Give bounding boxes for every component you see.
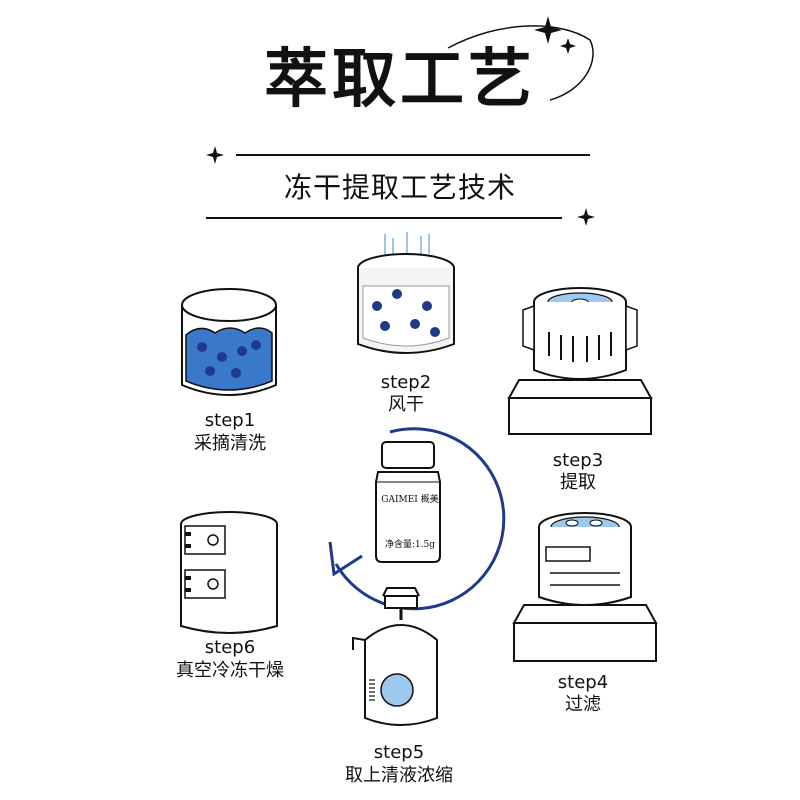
sparkle-icon <box>577 208 595 226</box>
step3-name: 提取 <box>560 472 596 493</box>
step3-extractor-illustration <box>507 287 653 435</box>
step4-label: step4 <box>557 672 609 693</box>
cycle-arrow-icon <box>328 427 506 611</box>
page-title: 萃取工艺 <box>264 43 536 117</box>
step4-name: 过滤 <box>565 694 601 715</box>
step1-label: step1 <box>204 410 256 431</box>
subtitle-rule-top <box>236 154 590 156</box>
subtitle-rule-bottom <box>206 217 562 219</box>
step4-filter-illustration <box>512 512 658 662</box>
step5-concentrator-illustration <box>352 587 438 726</box>
step2-label: step2 <box>380 372 432 393</box>
subtitle: 冻干提取工艺技术 <box>283 171 516 204</box>
product-brand: GAIMEI 概美 <box>381 495 439 505</box>
step3-label: step3 <box>552 450 604 471</box>
step6-label: step6 <box>204 637 256 658</box>
step2-name: 风干 <box>388 394 424 415</box>
sparkle-icon <box>206 146 224 164</box>
product-bottle-illustration <box>375 441 441 563</box>
step5-label: step5 <box>373 742 425 763</box>
title-swoosh <box>447 25 594 101</box>
sparkle-icon <box>560 38 576 54</box>
step5-name: 取上清液浓缩 <box>345 765 453 786</box>
step1-name: 采摘清洗 <box>194 433 266 454</box>
product-net-content: 净含量:1.5g <box>384 540 436 550</box>
step1-tank-illustration <box>181 288 277 396</box>
step6-freeze-dryer-illustration <box>180 511 278 634</box>
step6-name: 真空冷冻干燥 <box>176 660 284 681</box>
step2-drying-illustration <box>357 232 455 354</box>
sparkle-icon <box>534 16 562 44</box>
